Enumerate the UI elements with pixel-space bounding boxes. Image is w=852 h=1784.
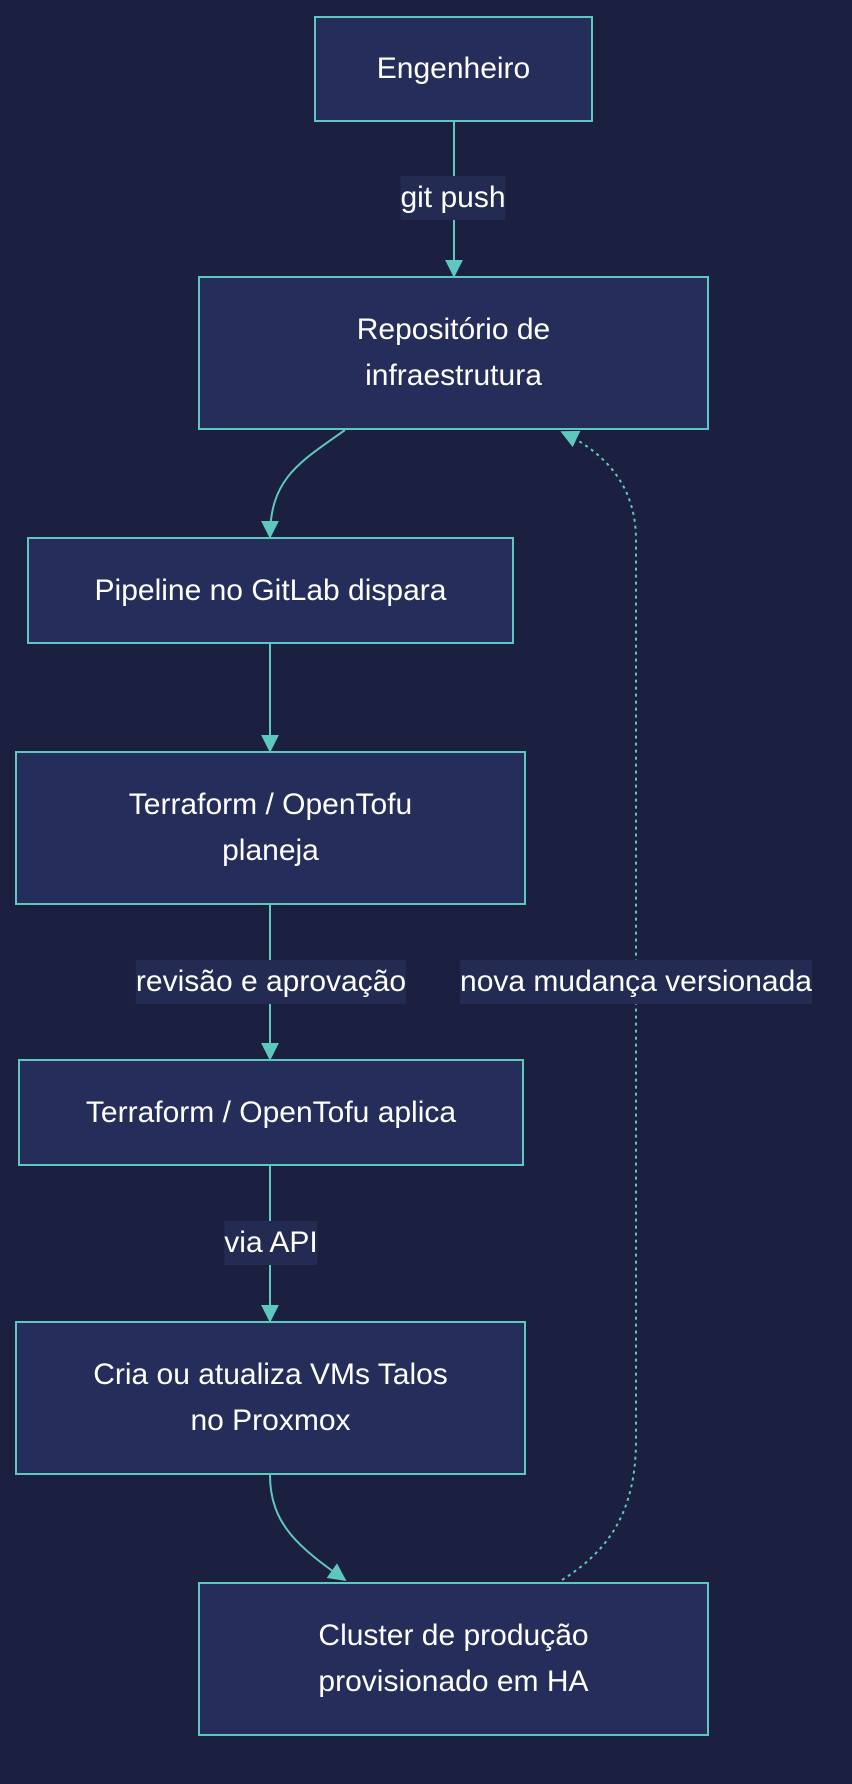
edge-label-revisao-aprovacao: revisão e aprovação: [135, 960, 407, 1004]
edge-repositorio-to-pipeline: [261, 429, 346, 539]
edge-vms-to-cluster: [269, 1474, 347, 1582]
node-repositorio-infraestrutura: Repositório de infraestrutura: [198, 276, 709, 430]
edge-label-git-push: git push: [400, 176, 506, 220]
edge-label-nova-mudanca: nova mudança versionada: [460, 960, 812, 1004]
node-pipeline-gitlab: Pipeline no GitLab dispara: [27, 537, 514, 644]
node-terraform-planeja: Terraform / OpenTofu planeja: [15, 751, 526, 905]
edge-cluster-to-repositorio-feedback: [560, 430, 637, 1581]
node-cria-vms-talos: Cria ou atualiza VMs Talos no Proxmox: [15, 1321, 526, 1475]
node-cluster-producao: Cluster de produção provisionado em HA: [198, 1582, 709, 1736]
edge-label-via-api: via API: [224, 1221, 318, 1265]
node-terraform-aplica: Terraform / OpenTofu aplica: [18, 1059, 524, 1166]
node-engenheiro: Engenheiro: [314, 16, 593, 122]
